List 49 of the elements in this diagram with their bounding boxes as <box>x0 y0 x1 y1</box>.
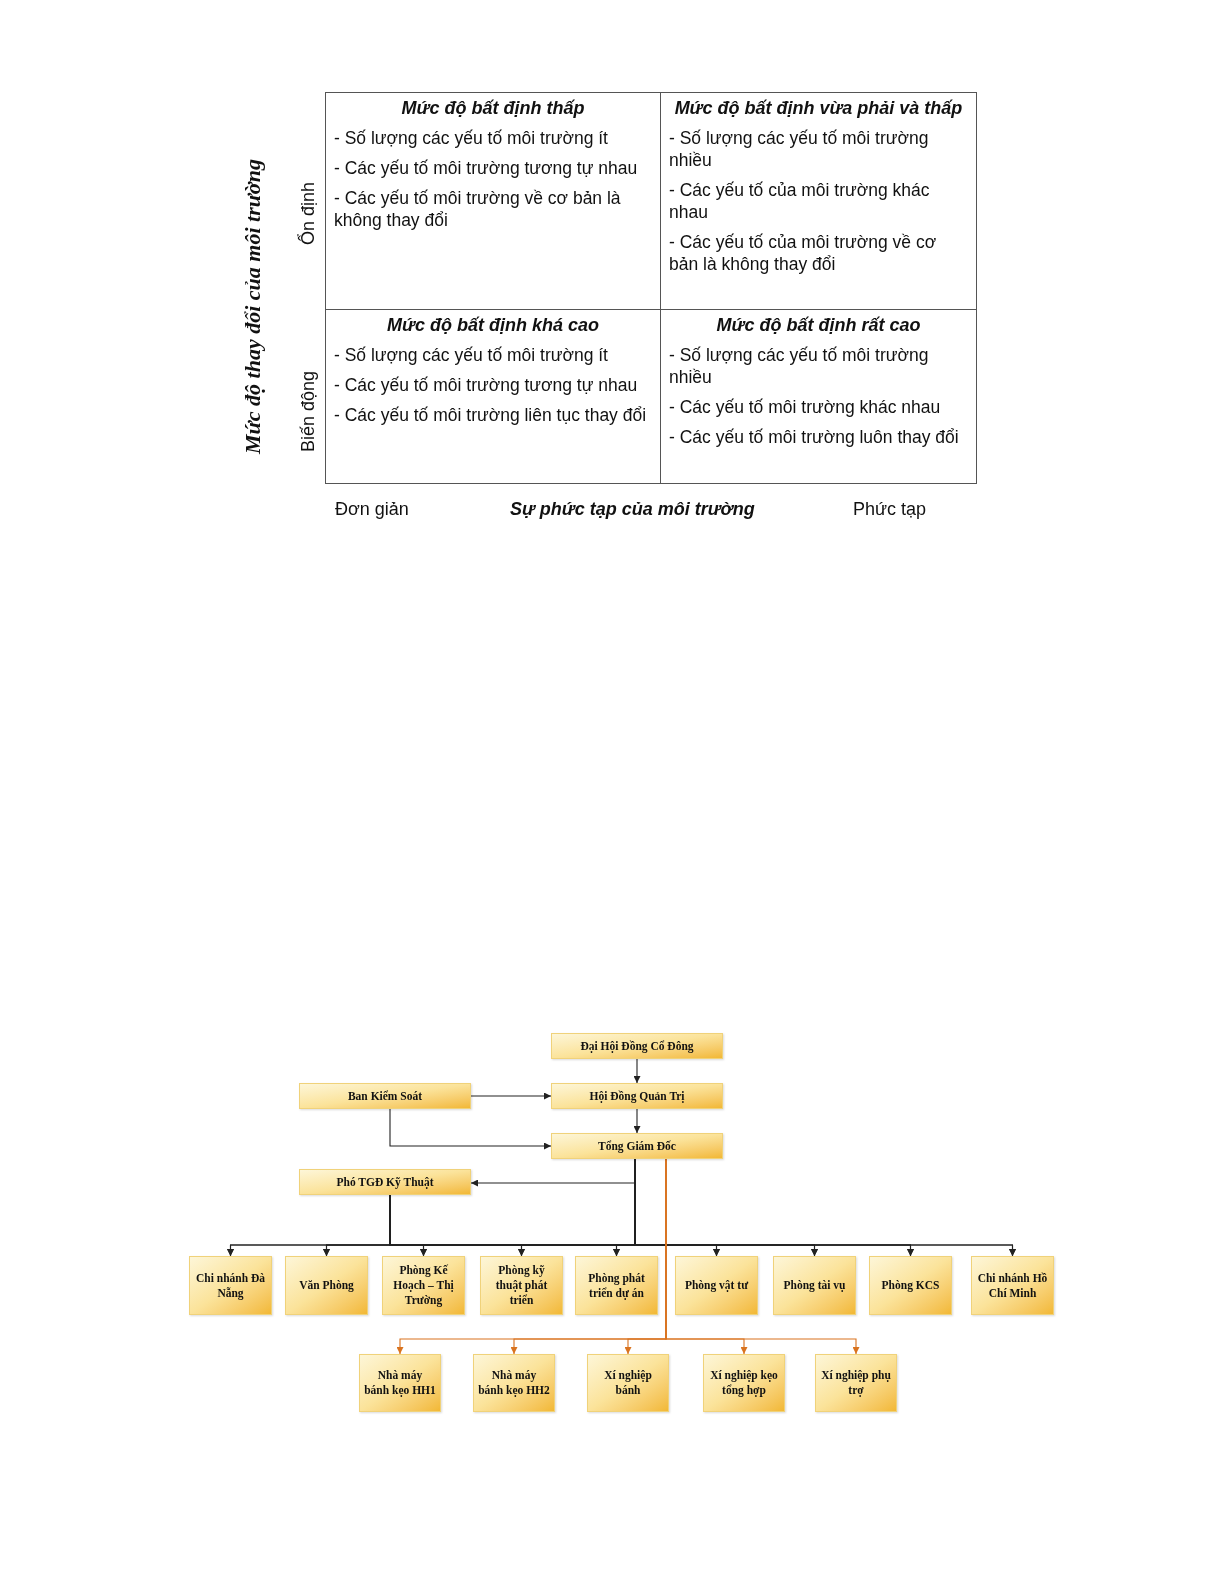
cell-heading: Mức độ bất định vừa phải và thấp <box>673 97 964 119</box>
org-unit-box: Xí nghiệp kẹo tổng hợp <box>703 1354 785 1412</box>
org-unit-box: Xí nghiệp bánh <box>587 1354 669 1412</box>
cell-bullet: - Các yếu tố của môi trường về cơ bản là không thay đổi <box>669 231 938 275</box>
axis-label: Ổn định <box>296 181 319 248</box>
matrix-cell <box>325 92 661 310</box>
org-unit-box: Phòng vật tư <box>675 1256 758 1315</box>
org-unit-box: Nhà máy bánh kẹo HH1 <box>359 1354 441 1412</box>
connector-arrow <box>633 1108 641 1134</box>
cell-heading: Mức độ bất định khá cao <box>386 314 600 336</box>
matrix-cell <box>660 309 977 484</box>
org-unit-box: Phòng KCS <box>869 1256 952 1315</box>
org-unit-box: Phòng tài vụ <box>773 1256 856 1315</box>
connector-arrow <box>389 1108 552 1150</box>
cell-bullet: - Các yếu tố môi trường liên tục thay đổi <box>334 404 648 426</box>
org-unit-box: Đại Hội Đồng Cổ Đông <box>551 1033 723 1059</box>
cell-bullet: - Các yếu tố môi trường về cơ bản là không thay đổi <box>334 187 622 231</box>
cell-bullet: - Số lượng các yếu tố môi trường nhiều <box>669 127 930 171</box>
cell-bullet: - Các yếu tố của môi trường khác nhau <box>669 179 931 223</box>
axis-label: Biến động <box>296 369 319 455</box>
axis-label: Đơn giản <box>335 498 409 521</box>
org-unit-box: Phòng Kế Hoạch – Thị Trường <box>382 1256 465 1315</box>
axis-title: Sự phức tạp của môi trường <box>510 498 755 521</box>
cell-bullet: - Số lượng các yếu tố môi trường nhiều <box>669 344 930 388</box>
org-unit-box: Văn Phòng <box>285 1256 368 1315</box>
axis-title: Mức độ thay đổi của môi trường <box>238 158 266 457</box>
org-unit-box: Chi nhánh Đà Nẵng <box>189 1256 272 1315</box>
org-unit-box: Phòng kỹ thuật phát triển <box>480 1256 563 1315</box>
org-unit-box: Hội Đồng Quản Trị <box>551 1083 723 1109</box>
matrix-cell <box>660 92 977 310</box>
org-unit-box: Chi nhánh Hồ Chí Minh <box>971 1256 1054 1315</box>
cell-bullet: - Các yếu tố môi trường khác nhau <box>669 396 942 418</box>
cell-bullet: - Các yếu tố môi trường luôn thay đổi <box>669 426 960 448</box>
cell-heading: Mức độ bất định thấp <box>400 97 586 119</box>
cell-bullet: - Các yếu tố môi trường tương tự nhau <box>334 374 639 396</box>
cell-bullet: - Số lượng các yếu tố môi trường ít <box>334 344 609 366</box>
org-unit-box: Ban Kiểm Soát <box>299 1083 471 1109</box>
org-unit-box: Phòng phát triển dự án <box>575 1256 658 1315</box>
connector-arrow <box>633 1058 641 1084</box>
cell-bullet: - Số lượng các yếu tố môi trường ít <box>334 127 609 149</box>
matrix-cell <box>325 309 661 484</box>
org-unit-box: Tổng Giám Đốc <box>551 1133 723 1159</box>
axis-label: Phức tạp <box>853 498 927 521</box>
cell-bullet: - Các yếu tố môi trường tương tự nhau <box>334 157 639 179</box>
org-unit-box: Xí nghiệp phụ trợ <box>815 1354 897 1412</box>
cell-heading: Mức độ bất định rất cao <box>715 314 922 336</box>
org-unit-box: Phó TGĐ Kỹ Thuật <box>299 1169 471 1195</box>
org-unit-box: Nhà máy bánh kẹo HH2 <box>473 1354 555 1412</box>
connector-arrow <box>470 1092 552 1100</box>
